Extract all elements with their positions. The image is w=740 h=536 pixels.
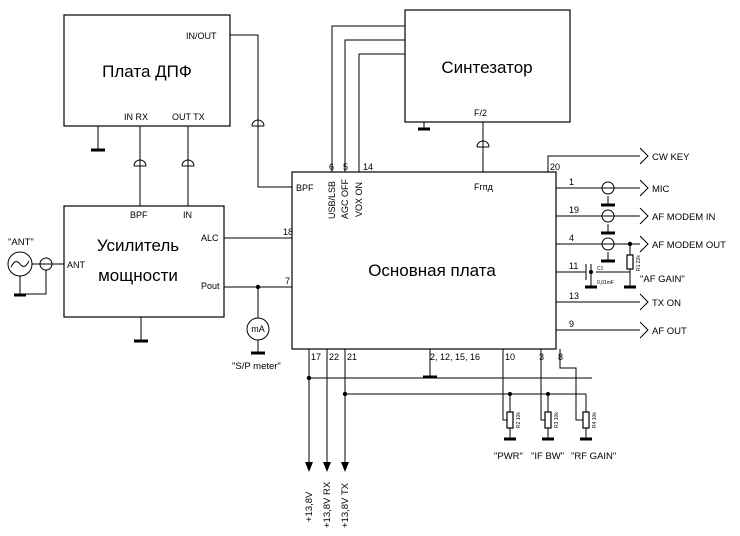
pin-4: 4 xyxy=(569,233,574,243)
supply-13v8-tx: +13,8V TX xyxy=(340,482,351,528)
coax-connectors xyxy=(39,119,615,271)
meter-unit: mA xyxy=(251,324,265,334)
rf-gain-label: "RF GAIN" xyxy=(571,451,616,462)
meter-label: "S/P meter" xyxy=(232,361,281,372)
junction-dots xyxy=(255,241,633,397)
supply-13v8: +13,8V xyxy=(304,491,315,522)
synth-f2-label: F/2 xyxy=(474,108,487,118)
ground-symbols xyxy=(14,122,636,441)
main-title: Основная плата xyxy=(368,261,496,280)
pin-8: 8 xyxy=(558,352,563,362)
main-frng-label: Fгпд xyxy=(474,182,494,192)
c1-value: 0,01mF xyxy=(597,280,614,286)
supply-rails: +13,8V +13,8V RX +13,8V TX xyxy=(304,462,351,528)
resistor-r1: R1 22k xyxy=(626,254,642,271)
s-p-meter: mA "S/P meter" xyxy=(232,317,281,372)
af-modem-out-label: AF MODEM OUT xyxy=(652,240,726,251)
antenna: "ANT" xyxy=(7,237,34,277)
potentiometer-r4: R4 10k "RF GAIN" xyxy=(571,411,616,462)
pin-numbers: 6 5 14 20 1 19 4 11 13 9 18 7 17 22 21 2… xyxy=(283,162,579,362)
cw-key-label: CW KEY xyxy=(652,152,690,163)
pin-5: 5 xyxy=(343,162,348,172)
main-bpf-label: BPF xyxy=(296,183,314,193)
main-agc-off-label: AGC OFF xyxy=(340,178,350,219)
synthesizer xyxy=(404,9,571,123)
r4-label: R4 10k xyxy=(592,412,598,428)
c1-label: C1 xyxy=(597,266,604,272)
dpf-in-out-label: IN/OUT xyxy=(186,31,217,41)
pin-1: 1 xyxy=(569,177,574,187)
pin-19: 19 xyxy=(569,205,579,215)
af-out-label: AF OUT xyxy=(652,326,687,337)
main-vox-on-label: VOX ON xyxy=(354,182,364,217)
if-bw-label: "IF BW" xyxy=(531,451,564,462)
potentiometer-r2: R2 10k "PWR" xyxy=(494,411,523,462)
pin-14: 14 xyxy=(363,162,373,172)
pin-10: 10 xyxy=(505,352,515,362)
pin-13: 13 xyxy=(569,291,579,301)
tx-on-label: TX ON xyxy=(652,298,681,309)
pa-bpf-label: BPF xyxy=(130,210,148,220)
right-connectors: CW KEY MIC AF MODEM IN AF MODEM OUT "AF … xyxy=(639,147,726,339)
dpf-board xyxy=(63,14,231,127)
pin-6: 6 xyxy=(329,162,334,172)
dpf-title: Плата ДПФ xyxy=(102,62,192,81)
pin-17: 17 xyxy=(311,352,321,362)
pa-pout-label: Pout xyxy=(201,281,220,291)
dpf-in-rx-label: IN RX xyxy=(124,112,148,122)
pin-7: 7 xyxy=(285,276,290,286)
pin-11: 11 xyxy=(569,261,578,271)
main-usb-lsb-label: USB/LSB xyxy=(327,181,337,219)
pin-3: 3 xyxy=(539,352,544,362)
wires xyxy=(19,25,640,462)
dpf-out-tx-label: OUT TX xyxy=(172,112,205,122)
r1-label: R1 22k xyxy=(636,255,642,271)
pin-20: 20 xyxy=(550,162,560,172)
pin-18: 18 xyxy=(283,227,293,237)
r3-label: R3 10k xyxy=(554,412,560,428)
pin-22: 22 xyxy=(329,352,339,362)
af-modem-in-label: AF MODEM IN xyxy=(652,212,715,223)
pin-21: 21 xyxy=(347,352,357,362)
pa-ant-label: ANT xyxy=(67,260,86,270)
potentiometer-r3: R3 10k "IF BW" xyxy=(531,411,564,462)
pa-alc-label: ALC xyxy=(201,233,219,243)
power-amplifier xyxy=(63,205,225,318)
pin-9: 9 xyxy=(569,319,574,329)
r2-label: R2 10k xyxy=(516,412,522,428)
main-gnd-pins: 2, 12, 15, 16 xyxy=(430,352,480,362)
main-board xyxy=(291,171,557,350)
af-gain-label: "AF GAIN" xyxy=(640,274,685,285)
mic-label: MIC xyxy=(652,184,670,195)
pa-title-line1: Усилитель xyxy=(97,236,179,255)
capacitor-c1: C1 0,01mF xyxy=(585,264,614,286)
pwr-label: "PWR" xyxy=(494,451,523,462)
supply-13v8-rx: +13,8V RX xyxy=(322,481,333,528)
pa-title-line2: мощности xyxy=(98,266,178,285)
synth-title: Синтезатор xyxy=(441,58,532,77)
antenna-label: "ANT" xyxy=(8,237,34,248)
pa-in-label: IN xyxy=(183,210,192,220)
